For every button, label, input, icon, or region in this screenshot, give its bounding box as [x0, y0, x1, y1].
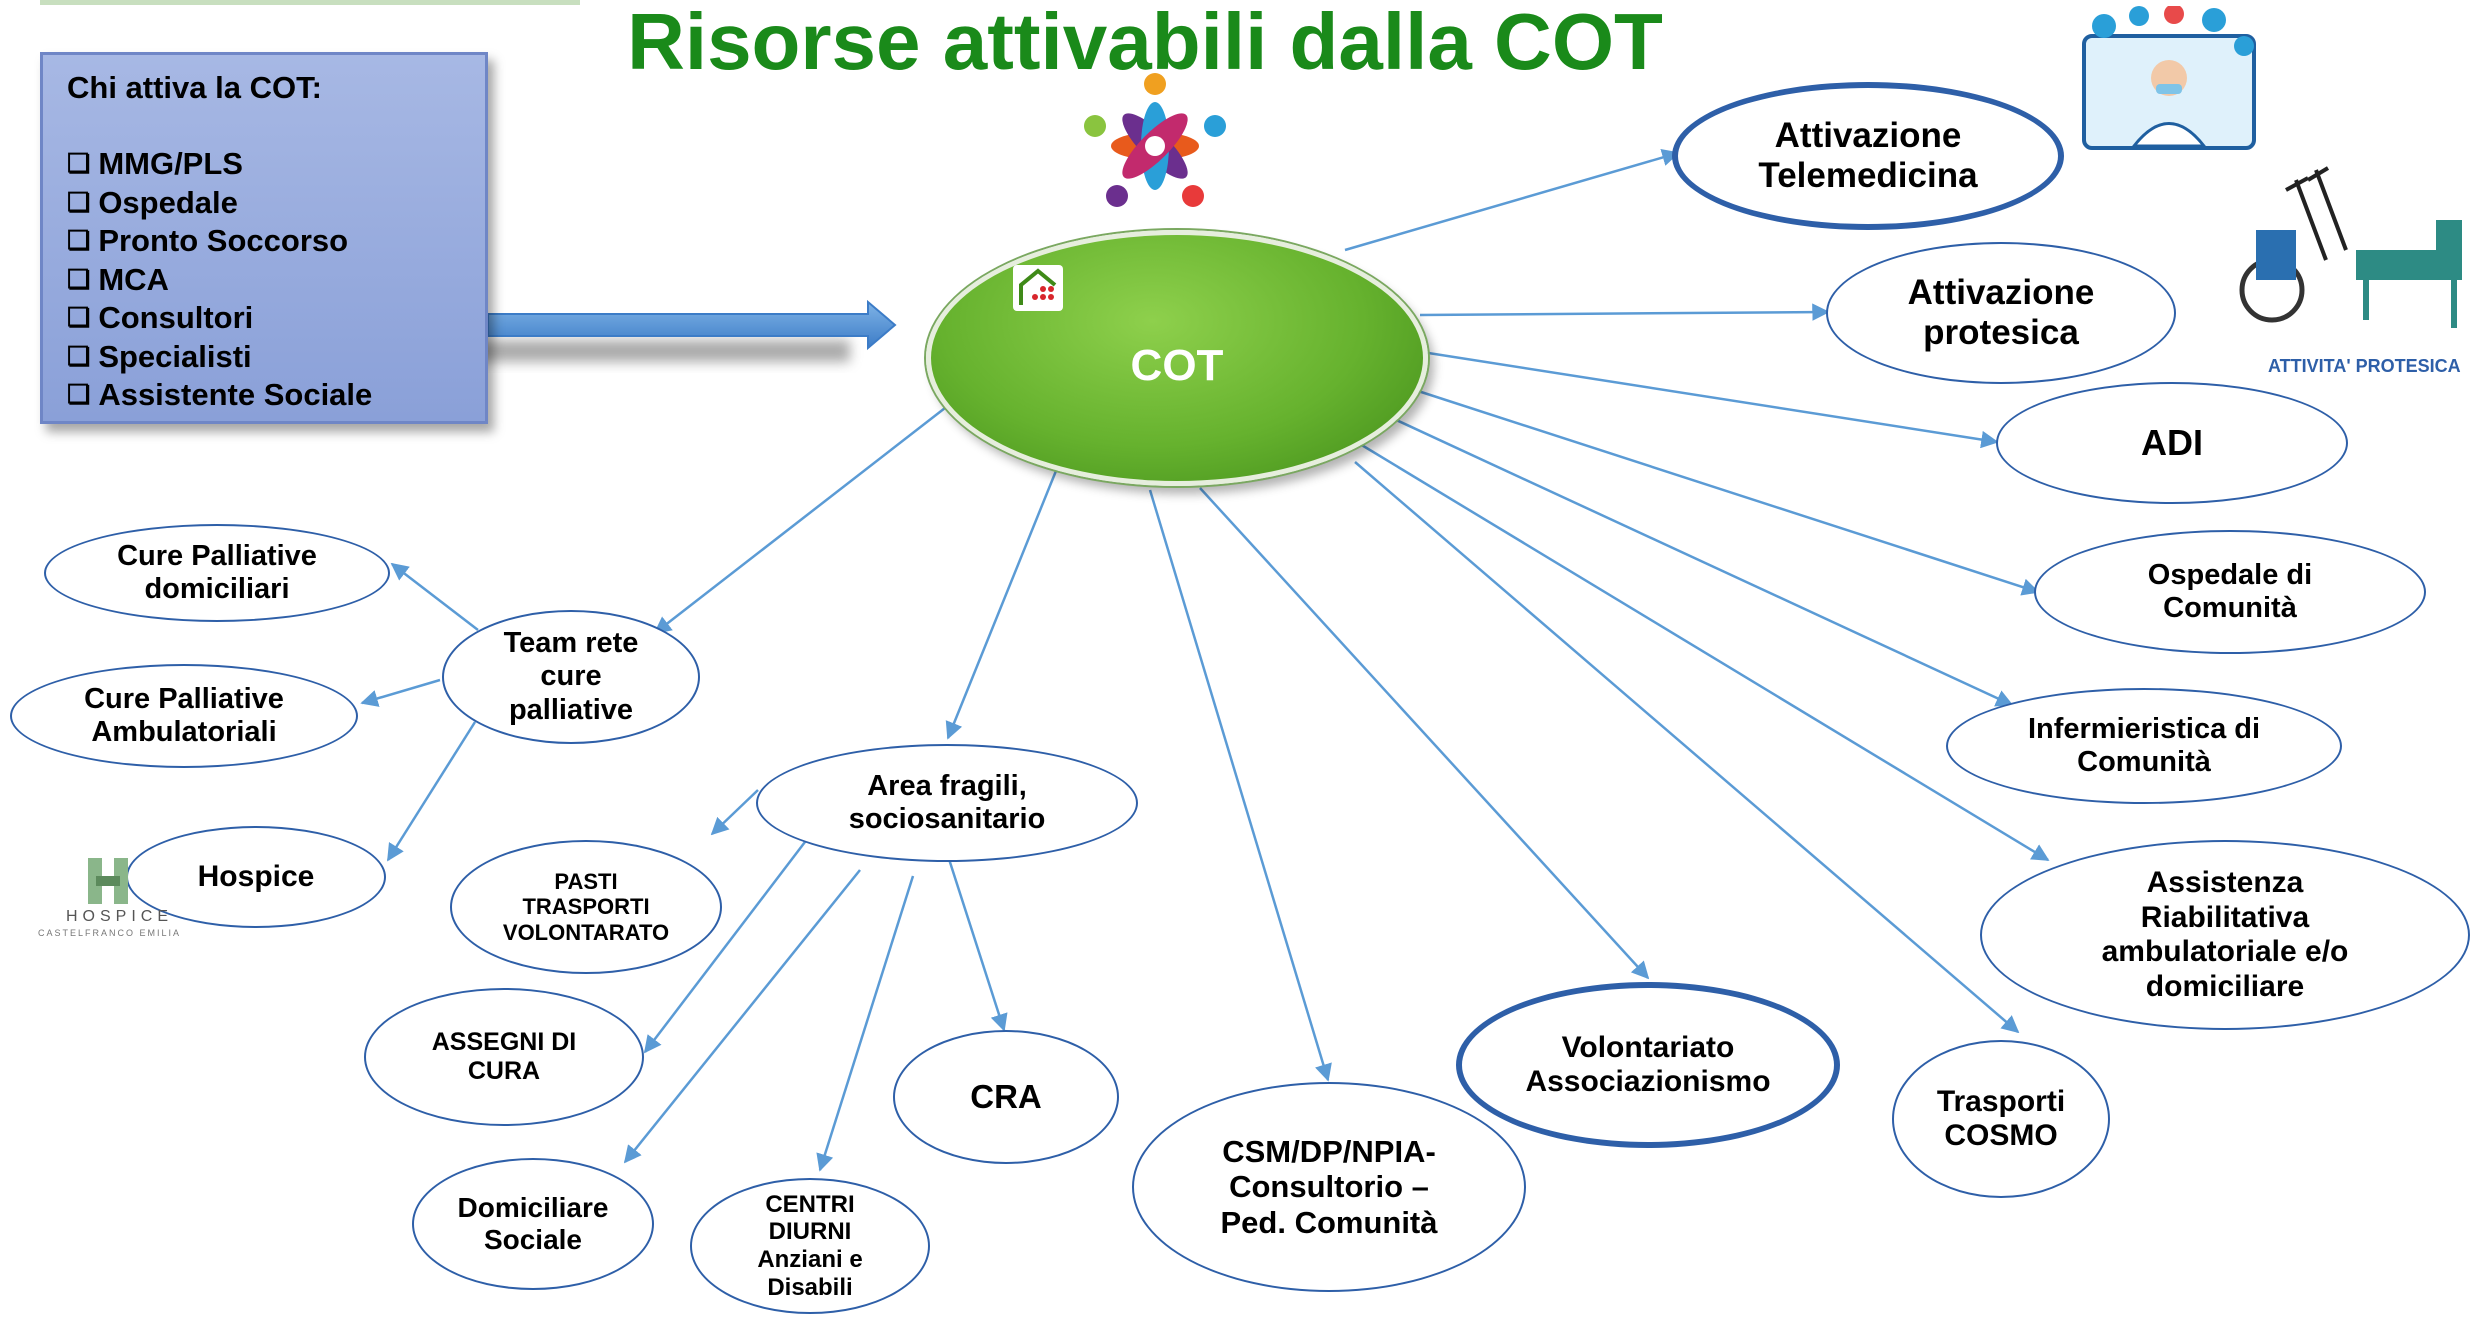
activators-box: Chi attiva la COT: MMG/PLS Ospedale Pron…: [40, 52, 488, 424]
edge-area-domiciliare: [623, 869, 861, 1164]
hospice-logo-subtext: CASTELFRANCO EMILIA: [38, 928, 182, 938]
node-protesica: Attivazione protesica: [1826, 242, 2176, 384]
edge-team-cp-domiciliari: [390, 562, 479, 631]
activator-item: Ospedale: [67, 184, 461, 222]
node-adi: ADI: [1996, 382, 2348, 504]
cot-label: COT: [1130, 341, 1224, 390]
edge-cot-adi: [1421, 350, 1999, 449]
activator-item: Pronto Soccorso: [67, 222, 461, 260]
activator-item: Specialisti: [67, 338, 461, 376]
telemedicine-doctor-icon: [2082, 6, 2256, 150]
node-cp-ambulatoriali: Cure Palliative Ambulatoriali: [10, 664, 358, 768]
node-riabilitativa: Assistenza Riabilitativa ambulatoriale e…: [1980, 840, 2470, 1030]
edge-team-cp-ambulatoriali: [360, 678, 441, 707]
node-assegni: ASSEGNI DI CURA: [364, 988, 644, 1126]
edge-cot-trasporti: [1354, 461, 2020, 1034]
edge-area-pasti: [710, 789, 759, 836]
edge-cot-riabilitativa: [1359, 442, 2050, 862]
node-csm: CSM/DP/NPIA- Consultorio – Ped. Comunità: [1132, 1082, 1526, 1292]
big-arrow: [487, 299, 897, 351]
header-strip: [0, 0, 640, 8]
edge-cot-ospedale-comunita: [1414, 388, 2040, 596]
node-domiciliare-sociale: Domiciliare Sociale: [412, 1158, 654, 1290]
edge-cot-telemedicina: [1344, 149, 1680, 252]
activator-item: Consultori: [67, 299, 461, 337]
hospice-logo-text: HOSPICE: [66, 908, 174, 925]
edge-area-centri: [816, 875, 915, 1172]
node-pasti: PASTI TRASPORTI VOLONTARATO: [450, 840, 722, 974]
activator-item: MMG/PLS: [67, 145, 461, 183]
edge-cot-volontariato: [1199, 487, 1650, 980]
edge-area-cra: [946, 855, 1008, 1032]
node-infermieristica: Infermieristica di Comunità: [1946, 688, 2342, 804]
activator-item: Assistente Sociale: [67, 376, 461, 414]
hospice-logo-icon: [88, 858, 128, 904]
cot-node: COT: [926, 230, 1428, 486]
home-logo-icon: [1013, 265, 1063, 311]
edge-cot-area-fragili: [945, 455, 1064, 740]
node-cra: CRA: [893, 1030, 1119, 1164]
edge-cot-team: [653, 407, 946, 635]
attivita-protesica-caption: ATTIVITA' PROTESICA: [2268, 356, 2461, 376]
big-arrow-shadow: [450, 340, 850, 362]
node-area-fragili: Area fragili, sociosanitario: [756, 744, 1138, 862]
page-title: Risorse attivabili dalla COT: [627, 0, 1663, 86]
edge-team-hospice: [386, 721, 477, 862]
activator-item: MCA: [67, 261, 461, 299]
activators-heading: Chi attiva la COT:: [67, 70, 322, 105]
prosthetics-icon: [2239, 166, 2462, 328]
edge-area-assegni: [643, 837, 809, 1054]
edge-cot-csm: [1148, 489, 1332, 1082]
edge-cot-infermieristica: [1391, 416, 2014, 707]
node-hospice: Hospice: [126, 826, 386, 928]
node-telemedicina: Attivazione Telemedicina: [1672, 82, 2064, 230]
node-team-cure-palliative: Team rete cure palliative: [442, 610, 700, 744]
node-cp-domiciliari: Cure Palliative domiciliari: [44, 524, 390, 622]
edge-cot-protesica: [1419, 303, 1830, 321]
node-volontariato: Volontariato Associazionismo: [1456, 982, 1840, 1148]
node-trasporti: Trasporti COSMO: [1892, 1040, 2110, 1198]
people-logo-icon: [1084, 73, 1226, 207]
node-ospedale-comunita: Ospedale di Comunità: [2034, 530, 2426, 654]
node-centri-diurni: CENTRI DIURNI Anziani e Disabili: [690, 1178, 930, 1314]
